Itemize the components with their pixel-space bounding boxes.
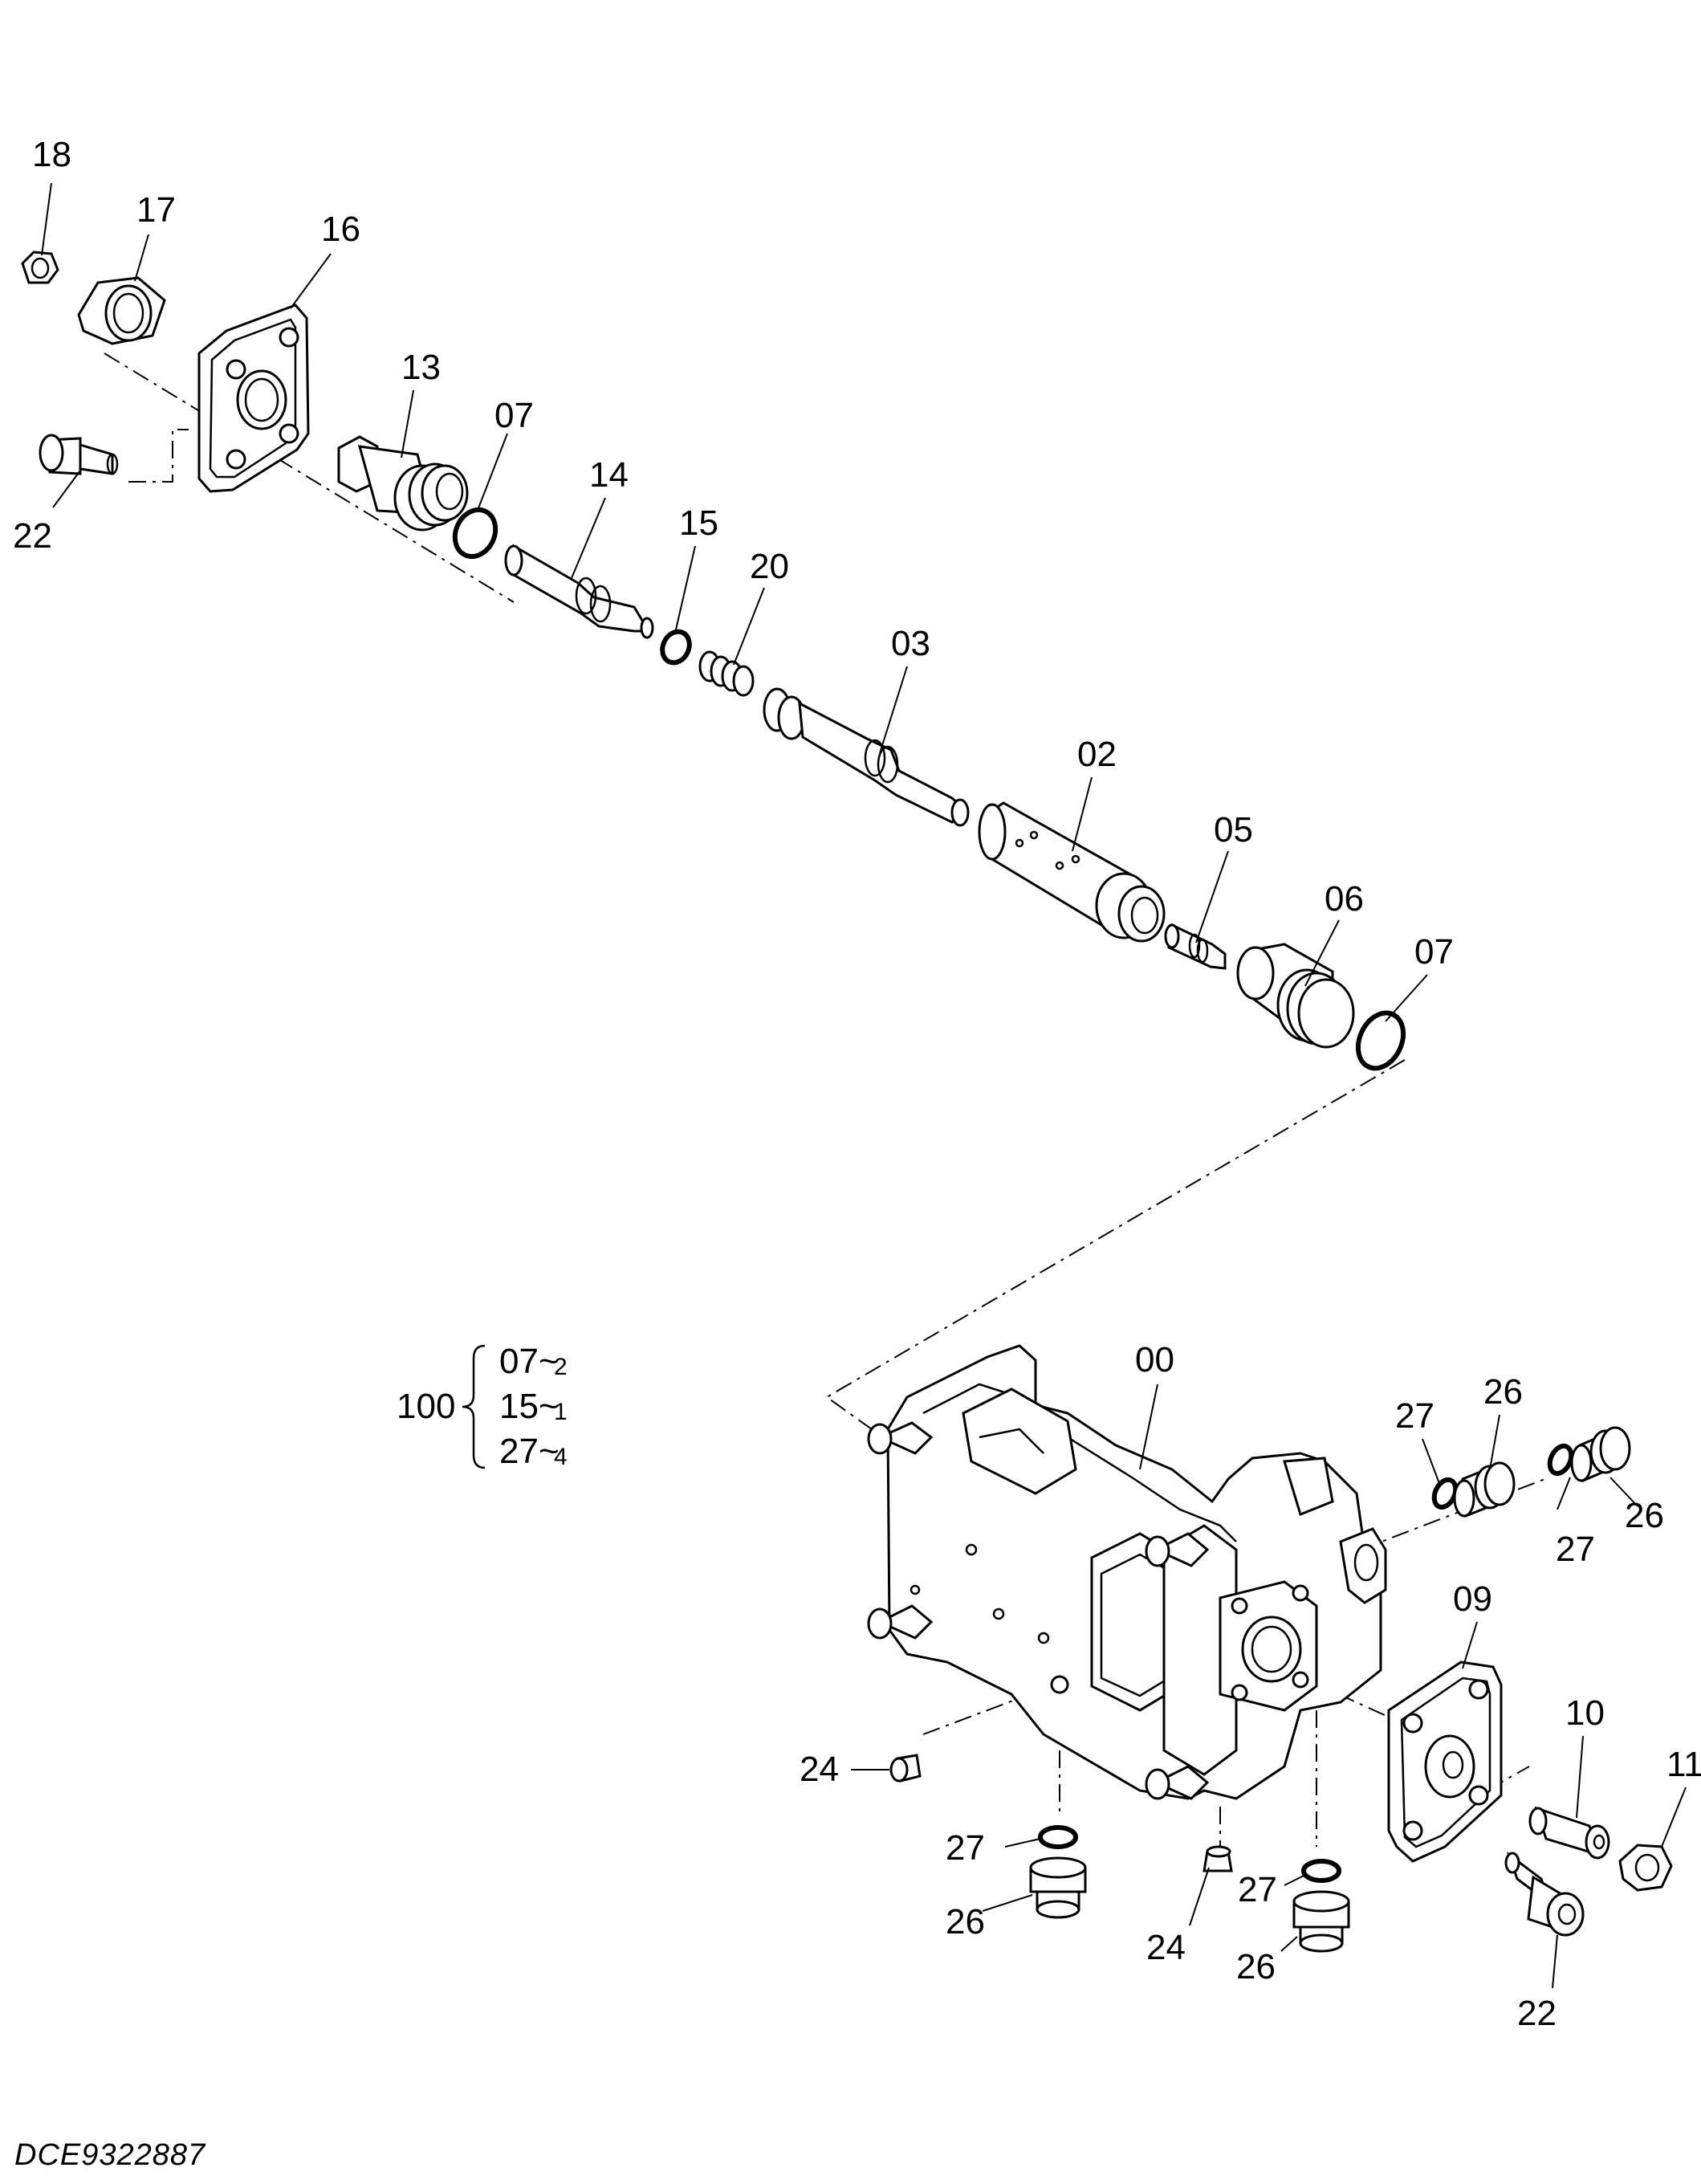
part-06-plug [1236,943,1355,1049]
part-22-bolt-bottom [1504,1851,1585,1937]
callout-labels: 18 17 16 22 13 07 14 15 20 03 02 05 06 0… [13,135,1701,2033]
drawing-code: DCE9322887 [14,2138,206,2172]
callout-00: 00 [1135,1340,1174,1379]
part-26-plug-b2 [1292,1890,1350,1953]
callout-27-r1: 27 [1395,1396,1434,1436]
kit-item: 27~ 4 [499,1432,568,1471]
callout-05: 05 [1214,810,1253,850]
callout-20: 20 [750,547,789,586]
kit-item: 07~ 2 [499,1342,568,1381]
callout-16: 16 [321,210,360,249]
callout-07-top: 07 [494,396,534,435]
callout-22-top: 22 [13,516,52,556]
part-17-lock-nut [77,276,166,345]
kit-item-qty: 1 [554,1399,568,1425]
callout-22-bottom: 22 [1517,1994,1557,2033]
part-24-pin-left [889,1754,922,1783]
callout-11: 11 [1666,1745,1701,1784]
part-14-spool [504,544,654,639]
callout-27-r2: 27 [1556,1530,1595,1569]
callout-15: 15 [679,503,718,543]
part-18-nut [21,251,59,284]
part-07-o-ring-bottom [1355,1010,1406,1071]
kit-item-part: 15~ [499,1387,560,1426]
callout-26-r1: 26 [1483,1372,1523,1412]
callout-26-r2: 26 [1625,1496,1664,1535]
seal-kit-group: 100 07~ 2 15~ 1 27~ 4 [397,1342,568,1471]
part-26-plug-r2 [1570,1426,1631,1483]
kit-item-qty: 4 [554,1444,568,1470]
kit-brace [462,1344,486,1469]
callout-17: 17 [136,190,176,230]
part-10-screw [1528,1806,1610,1860]
callout-26-b1: 26 [946,1902,985,1942]
callout-18: 18 [32,135,71,174]
leader-lines [41,182,1687,1989]
kit-item-part: 27~ [499,1432,560,1471]
part-20-spring [698,650,755,697]
part-27-o-ring-b1 [1038,1825,1078,1849]
callout-26-b2: 26 [1236,1947,1276,1986]
callout-09: 09 [1453,1579,1492,1619]
part-11-nut [1618,1844,1673,1892]
part-27-o-ring-r2 [1547,1443,1574,1477]
callout-06: 06 [1325,879,1364,919]
callout-13: 13 [401,348,441,387]
part-26-plug-b1 [1029,1856,1087,1919]
callout-07-bottom: 07 [1414,932,1454,972]
part-26-plug-r1 [1453,1461,1516,1518]
part-24-pin-bottom [1203,1845,1233,1872]
callout-03: 03 [891,624,930,663]
part-09-cover-flange [1387,1660,1503,1863]
kit-item-part: 07~ [499,1342,560,1381]
part-07-o-ring-top [452,507,498,560]
callout-27-b1: 27 [946,1828,985,1868]
part-03-spool [763,687,970,827]
part-13-plug [337,435,469,532]
kit-item: 15~ 1 [499,1387,568,1426]
callout-02: 02 [1077,735,1117,774]
part-16-cover-flange [197,304,310,493]
part-15-o-ring [660,629,692,666]
kit-item-qty: 2 [554,1354,568,1380]
callout-27-b2: 27 [1238,1870,1277,1909]
part-00-valve-body [867,1344,1387,1800]
callout-24-left: 24 [800,1750,839,1789]
part-02-sleeve [978,801,1166,943]
callout-14: 14 [589,455,629,495]
part-22-bolt-top [39,434,119,475]
callout-24-bottom: 24 [1146,1928,1186,1967]
kit-number: 100 [397,1387,455,1426]
part-05-piston [1164,923,1227,970]
callout-10: 10 [1565,1693,1605,1733]
part-27-o-ring-b2 [1301,1859,1341,1883]
